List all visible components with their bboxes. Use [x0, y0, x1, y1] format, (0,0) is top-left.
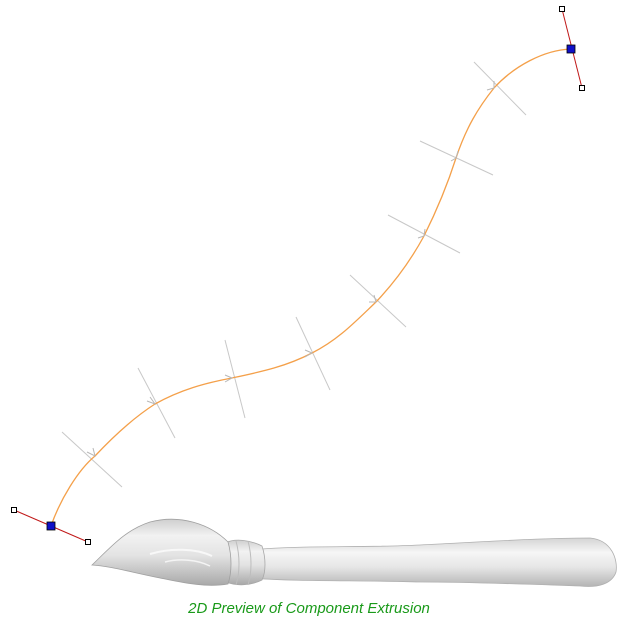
- paint-brush-icon: [91, 518, 617, 587]
- direction-arrow-icon: [369, 294, 377, 303]
- direction-arrow-icon: [146, 396, 157, 406]
- brush-handle: [249, 537, 617, 587]
- direction-arrow-icon: [86, 447, 96, 457]
- direction-arrow-icon: [224, 374, 234, 383]
- cross-section-tick: [295, 316, 331, 391]
- anchor-point-icon: [566, 44, 576, 54]
- handle-point-icon: [11, 507, 17, 513]
- direction-arrow-icon: [486, 81, 495, 91]
- cross-section-tick: [473, 61, 527, 116]
- anchor-point-icon: [46, 521, 56, 531]
- cross-section-tick: [224, 339, 246, 419]
- direction-arrow-icon: [304, 349, 314, 358]
- direction-arrow-icon: [417, 228, 426, 239]
- cross-section-ticks: [61, 61, 527, 488]
- handle-point-icon: [85, 539, 91, 545]
- direction-arrow-icon: [450, 150, 459, 162]
- handle-point-icon: [579, 85, 585, 91]
- preview-caption: 2D Preview of Component Extrusion: [188, 600, 430, 617]
- handle-point-icon: [559, 6, 565, 12]
- cross-section-tick: [349, 274, 407, 328]
- start-anchor-group[interactable]: [11, 507, 91, 545]
- extrusion-path: [50, 48, 572, 527]
- direction-arrows: [86, 81, 495, 457]
- brush-bristles: [91, 518, 232, 586]
- end-anchor-group[interactable]: [559, 6, 585, 91]
